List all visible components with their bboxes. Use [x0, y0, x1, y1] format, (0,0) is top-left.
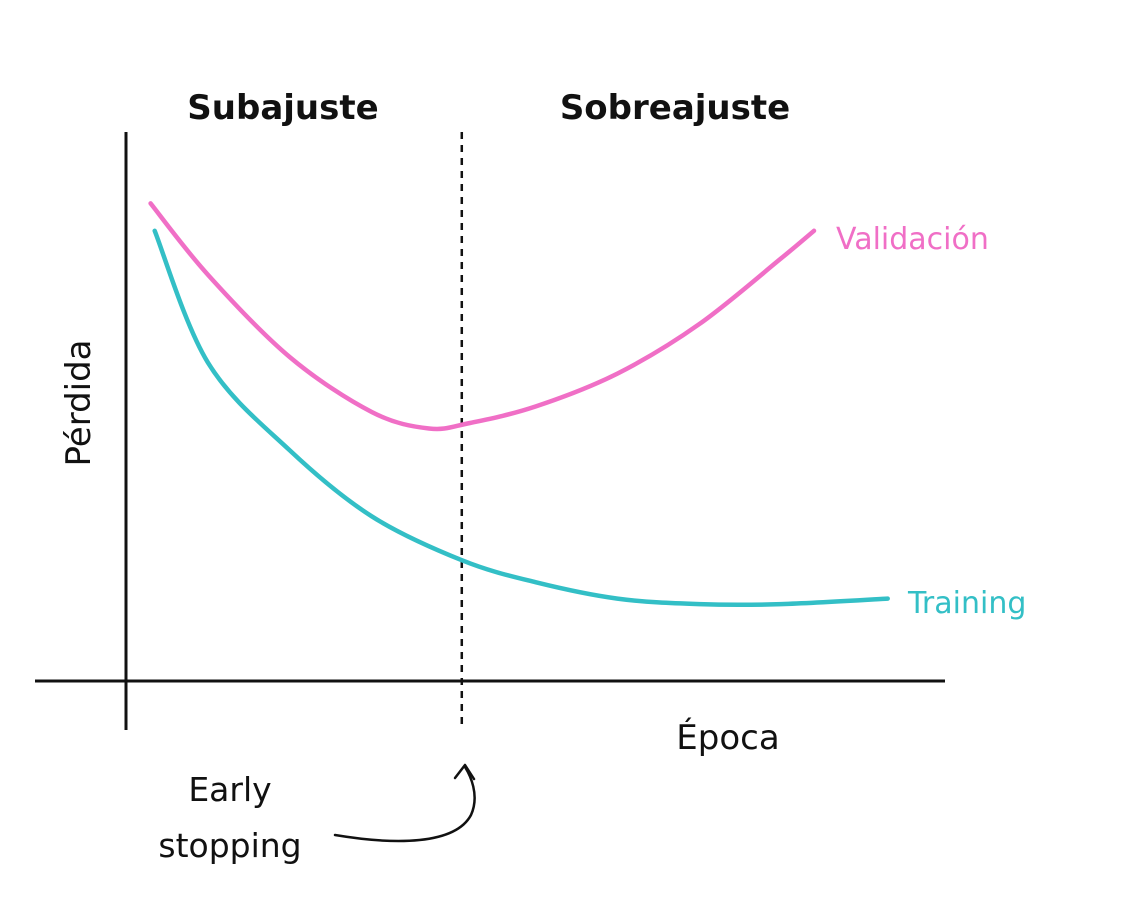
x-axis-label: Época: [676, 717, 779, 758]
overfitting-label: Sobreajuste: [560, 88, 790, 128]
validation-line: [148, 201, 817, 432]
training-series-label: Training: [907, 586, 1026, 621]
early-stopping-arrow: [333, 765, 476, 843]
early-stopping-label-line1: Early: [188, 770, 271, 809]
validation-series-label: Validación: [836, 222, 989, 257]
y-axis-label: Pérdida: [59, 339, 99, 466]
underfitting-label: Subajuste: [187, 88, 378, 128]
early-stopping-arrowhead: [453, 763, 476, 781]
training-line: [152, 228, 890, 608]
early-stopping-label-line2: stopping: [158, 826, 301, 865]
